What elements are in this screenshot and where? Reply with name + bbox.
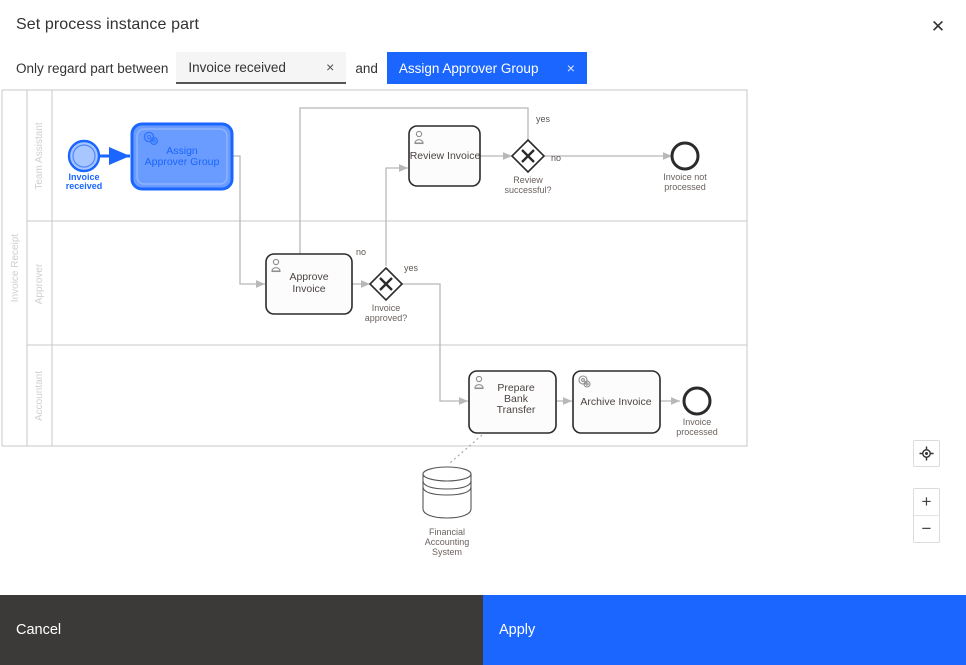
element-label-invoice-not-processed: Invoice not xyxy=(663,172,707,182)
end-activity-label: Assign Approver Group xyxy=(398,60,539,76)
svg-text:Bank: Bank xyxy=(504,393,529,405)
start-activity-chip[interactable]: Invoice received × xyxy=(176,52,347,84)
flow-label-approved-yes: yes xyxy=(404,263,419,273)
flow-label-review-no: no xyxy=(551,153,561,163)
flow-label-review-yes: yes xyxy=(536,114,551,124)
element-label-assign-approver-group: Assign xyxy=(166,145,198,157)
element-archive-invoice[interactable]: Archive Invoice xyxy=(572,370,661,434)
element-approve-invoice[interactable]: Approve Invoice xyxy=(265,253,353,315)
svg-text:processed: processed xyxy=(664,182,706,192)
remove-start-activity-icon[interactable]: × xyxy=(326,59,335,75)
element-prepare-bank-transfer[interactable]: Prepare Bank Transfer xyxy=(468,370,557,434)
data-association xyxy=(449,434,483,464)
crosshair-icon xyxy=(919,446,934,461)
svg-text:Invoice: Invoice xyxy=(292,283,325,295)
zoom-controls: + − xyxy=(913,488,940,543)
element-review-invoice[interactable]: Review Invoice xyxy=(408,125,481,187)
element-invoice-processed[interactable]: Invoice processed xyxy=(676,386,718,437)
element-label-archive-invoice: Archive Invoice xyxy=(580,396,651,408)
element-label-approve-invoice: Approve xyxy=(289,271,328,283)
dialog-title: Set process instance part xyxy=(16,16,200,33)
svg-text:Accounting: Accounting xyxy=(425,537,470,547)
element-invoice-received[interactable]: Invoice received xyxy=(66,139,103,191)
remove-end-activity-icon[interactable]: × xyxy=(566,60,575,76)
element-label-review-invoice: Review Invoice xyxy=(410,150,481,162)
end-activity-chip[interactable]: Assign Approver Group × xyxy=(386,52,587,84)
zoom-in-button[interactable]: + xyxy=(921,492,932,511)
service-task-icon xyxy=(143,131,159,146)
svg-text:successful?: successful? xyxy=(504,185,551,195)
svg-text:received: received xyxy=(66,181,103,191)
svg-text:processed: processed xyxy=(676,427,718,437)
element-label-invoice-processed: Invoice xyxy=(683,417,712,427)
element-invoice-not-processed[interactable]: Invoice not processed xyxy=(663,141,707,192)
svg-text:Transfer: Transfer xyxy=(497,404,536,416)
dialog-footer: Cancel Apply xyxy=(0,595,966,665)
element-financial-accounting-system[interactable]: Financial Accounting System xyxy=(422,466,472,557)
zoom-out-button[interactable]: − xyxy=(914,515,939,542)
element-label-review-successful: Review xyxy=(513,175,543,185)
element-label-financial-accounting-system: Financial xyxy=(429,527,465,537)
filter-conjunction: and xyxy=(355,60,378,76)
element-label-prepare-bank-transfer: Prepare xyxy=(497,382,535,394)
element-assign-approver-group[interactable]: Assign Approver Group xyxy=(130,122,234,191)
flow-label-approved-no: no xyxy=(356,247,366,257)
bpmn-canvas[interactable]: Invoice Receipt Team Assistant Approver … xyxy=(0,88,966,596)
lane-label-accountant: Accountant xyxy=(34,371,45,421)
svg-text:System: System xyxy=(432,547,462,557)
service-task-icon xyxy=(578,375,591,388)
process-part-filter: Only regard part between Invoice receive… xyxy=(16,52,587,84)
lane-label-team-assistant: Team Assistant xyxy=(34,122,45,189)
start-activity-label: Invoice received xyxy=(188,59,286,75)
user-task-icon xyxy=(474,375,484,390)
apply-button[interactable]: Apply xyxy=(483,595,966,665)
element-invoice-approved[interactable]: Invoice approved? xyxy=(365,266,408,323)
svg-text:approved?: approved? xyxy=(365,313,408,323)
element-review-successful[interactable]: Review successful? xyxy=(504,138,552,195)
user-task-icon xyxy=(271,258,281,273)
close-icon[interactable]: ✕ xyxy=(924,12,952,40)
svg-text:Approver Group: Approver Group xyxy=(145,156,220,168)
pool-label: Invoice Receipt xyxy=(10,234,21,303)
element-label-invoice-approved: Invoice xyxy=(372,303,401,313)
lane-label-approver: Approver xyxy=(34,263,45,304)
reset-viewport-button[interactable] xyxy=(913,440,940,467)
user-task-icon xyxy=(414,130,424,145)
filter-label: Only regard part between xyxy=(16,60,169,76)
cancel-button[interactable]: Cancel xyxy=(0,595,483,665)
element-label-invoice-received: Invoice xyxy=(68,172,99,182)
